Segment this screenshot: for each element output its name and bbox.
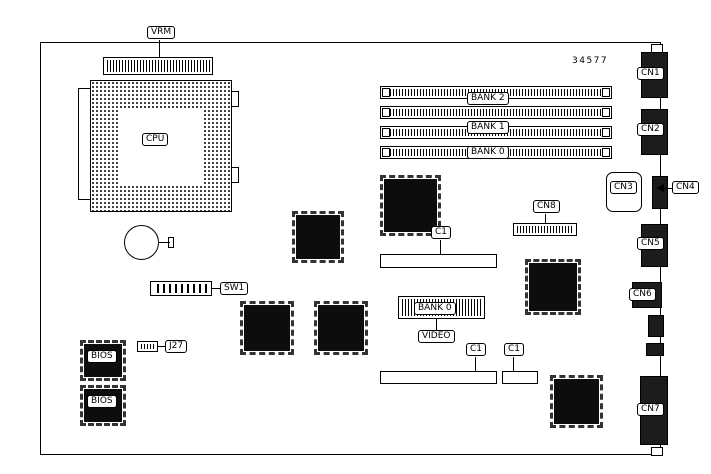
cpu-socket bbox=[90, 80, 232, 212]
cn8-label: CN8 bbox=[533, 200, 560, 213]
dip-switch bbox=[150, 281, 212, 296]
bank2-label: BANK 2 bbox=[467, 92, 509, 105]
c1-slot bbox=[380, 371, 497, 384]
callout-line bbox=[475, 357, 476, 371]
mounting-tab bbox=[651, 447, 663, 456]
sw1-label: SW1 bbox=[220, 282, 249, 295]
vrm-label: VRM bbox=[147, 26, 176, 39]
c1-label: C1 bbox=[431, 226, 452, 239]
callout-line bbox=[440, 240, 441, 254]
battery bbox=[124, 225, 159, 260]
qfp-chip bbox=[240, 301, 294, 355]
cn4-connector bbox=[652, 176, 668, 209]
part-number: 34577 bbox=[572, 56, 609, 66]
bank1-label: BANK 1 bbox=[467, 121, 509, 134]
c1-slot bbox=[502, 371, 538, 384]
qfp-chip bbox=[380, 175, 441, 236]
c1-label: C1 bbox=[466, 343, 487, 356]
simm-slot-2 bbox=[380, 106, 612, 119]
cn1-label: CN1 bbox=[637, 67, 664, 80]
bios-label: BIOS bbox=[87, 350, 117, 363]
cn3-label: CN3 bbox=[610, 181, 637, 194]
bios-label: BIOS bbox=[87, 395, 117, 408]
callout-line bbox=[545, 214, 546, 223]
cn4-arrow bbox=[656, 184, 664, 192]
qfp-chip bbox=[314, 301, 368, 355]
battery-clip bbox=[158, 242, 170, 243]
callout-line bbox=[158, 346, 165, 347]
cpu-retention-bracket bbox=[78, 88, 90, 200]
callout-line bbox=[664, 188, 672, 189]
callout-line bbox=[436, 319, 437, 330]
vrm-connector bbox=[103, 57, 213, 75]
cn7-label: CN7 bbox=[637, 403, 664, 416]
edge-connector-small bbox=[648, 315, 664, 337]
c1-slot bbox=[380, 254, 497, 268]
c1-label: C1 bbox=[504, 343, 525, 356]
cpu-socket-inner bbox=[120, 110, 204, 184]
socket-tab bbox=[231, 167, 239, 183]
bank0-label: BANK 0 bbox=[467, 146, 509, 159]
qfp-chip bbox=[550, 375, 603, 428]
edge-connector-small bbox=[646, 343, 664, 356]
video-label: VIDEO bbox=[418, 330, 455, 343]
cn8-header bbox=[513, 223, 577, 236]
j27-connector bbox=[137, 341, 158, 352]
callout-line bbox=[513, 357, 514, 371]
callout-line bbox=[212, 288, 220, 289]
j27-label: J27 bbox=[165, 340, 188, 353]
qfp-chip bbox=[292, 211, 344, 263]
callout-line bbox=[159, 40, 160, 57]
socket-tab bbox=[231, 91, 239, 107]
cn2-label: CN2 bbox=[637, 123, 664, 136]
cpu-label: CPU bbox=[142, 133, 169, 146]
cn4-label: CN4 bbox=[672, 181, 699, 194]
cn6-label: CN6 bbox=[629, 288, 656, 301]
video-bank0-label: BANK 0 bbox=[414, 302, 456, 315]
cn5-label: CN5 bbox=[637, 237, 664, 250]
qfp-chip bbox=[525, 259, 581, 315]
